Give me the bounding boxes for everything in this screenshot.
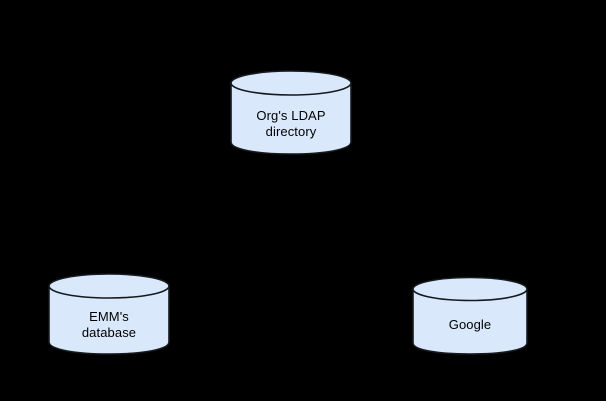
node-emm-database[interactable]: EMM's database (48, 273, 170, 355)
node-google[interactable]: Google (412, 276, 528, 355)
cylinder-shape-emm-database (48, 273, 170, 355)
cylinder-shape-google (412, 276, 528, 355)
cylinder-shape-org-ldap-directory (230, 70, 352, 155)
node-org-ldap-directory[interactable]: Org's LDAP directory (230, 70, 352, 155)
